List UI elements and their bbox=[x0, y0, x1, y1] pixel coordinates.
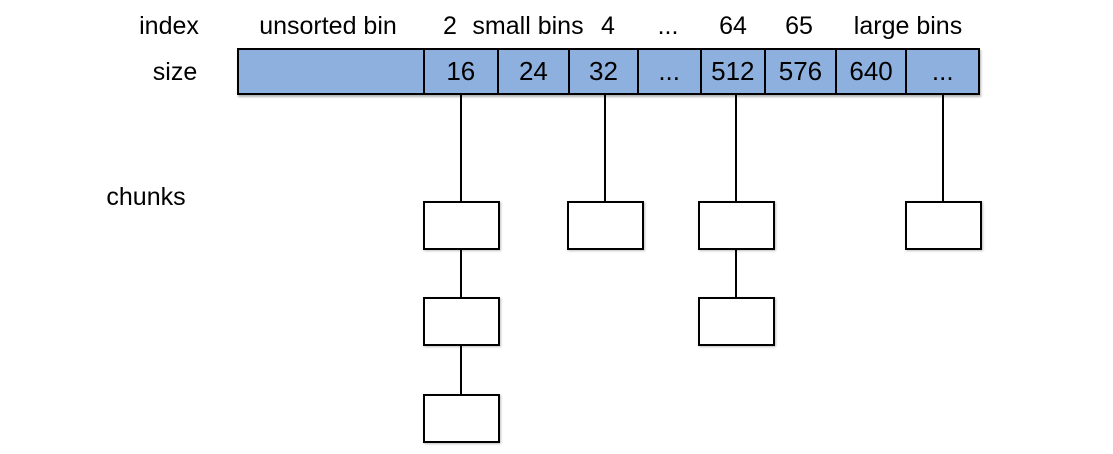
index-annotation-small-bins: small bins bbox=[472, 12, 584, 40]
chunk-box-binellipsis-1 bbox=[905, 201, 982, 250]
bin-cell-512: 512 bbox=[701, 50, 767, 93]
connector-line-bin512 bbox=[735, 95, 737, 299]
chunk-box-bin16-2 bbox=[423, 297, 500, 346]
bin-cell-24: 24 bbox=[498, 50, 571, 93]
row-label-chunks: chunks bbox=[106, 183, 186, 211]
chunk-box-bin512-1 bbox=[698, 201, 775, 250]
index-annotation-4: 4 bbox=[601, 12, 615, 40]
index-annotation-ellipsis: ... bbox=[657, 12, 679, 40]
bin-cell-16: 16 bbox=[424, 50, 499, 93]
index-annotation-large-bins: large bins bbox=[853, 12, 963, 40]
bin-size-bar: 16 24 32 ... 512 576 640 ... bbox=[237, 48, 980, 95]
index-annotation-2: 2 bbox=[443, 12, 457, 40]
bin-cell-ellipsis-small: ... bbox=[638, 50, 702, 93]
index-annotation-64: 64 bbox=[719, 12, 747, 40]
bin-cell-576: 576 bbox=[766, 50, 837, 93]
row-label-index: index bbox=[139, 12, 199, 40]
row-label-size: size bbox=[152, 58, 198, 86]
chunk-box-bin32-1 bbox=[567, 201, 644, 250]
connector-line-bin32 bbox=[604, 95, 606, 203]
index-annotation-65: 65 bbox=[785, 12, 813, 40]
chunk-box-bin16-3 bbox=[423, 394, 500, 443]
bin-cell-unsorted bbox=[239, 50, 425, 93]
index-annotation-unsorted-bin: unsorted bin bbox=[259, 12, 397, 40]
bin-cell-640: 640 bbox=[836, 50, 908, 93]
bin-cell-32: 32 bbox=[570, 50, 639, 93]
connector-line-bin-ellipsis bbox=[942, 95, 944, 203]
chunk-box-bin16-1 bbox=[423, 201, 500, 250]
bin-cell-ellipsis-large: ... bbox=[907, 50, 979, 93]
chunk-box-bin512-2 bbox=[698, 297, 775, 346]
